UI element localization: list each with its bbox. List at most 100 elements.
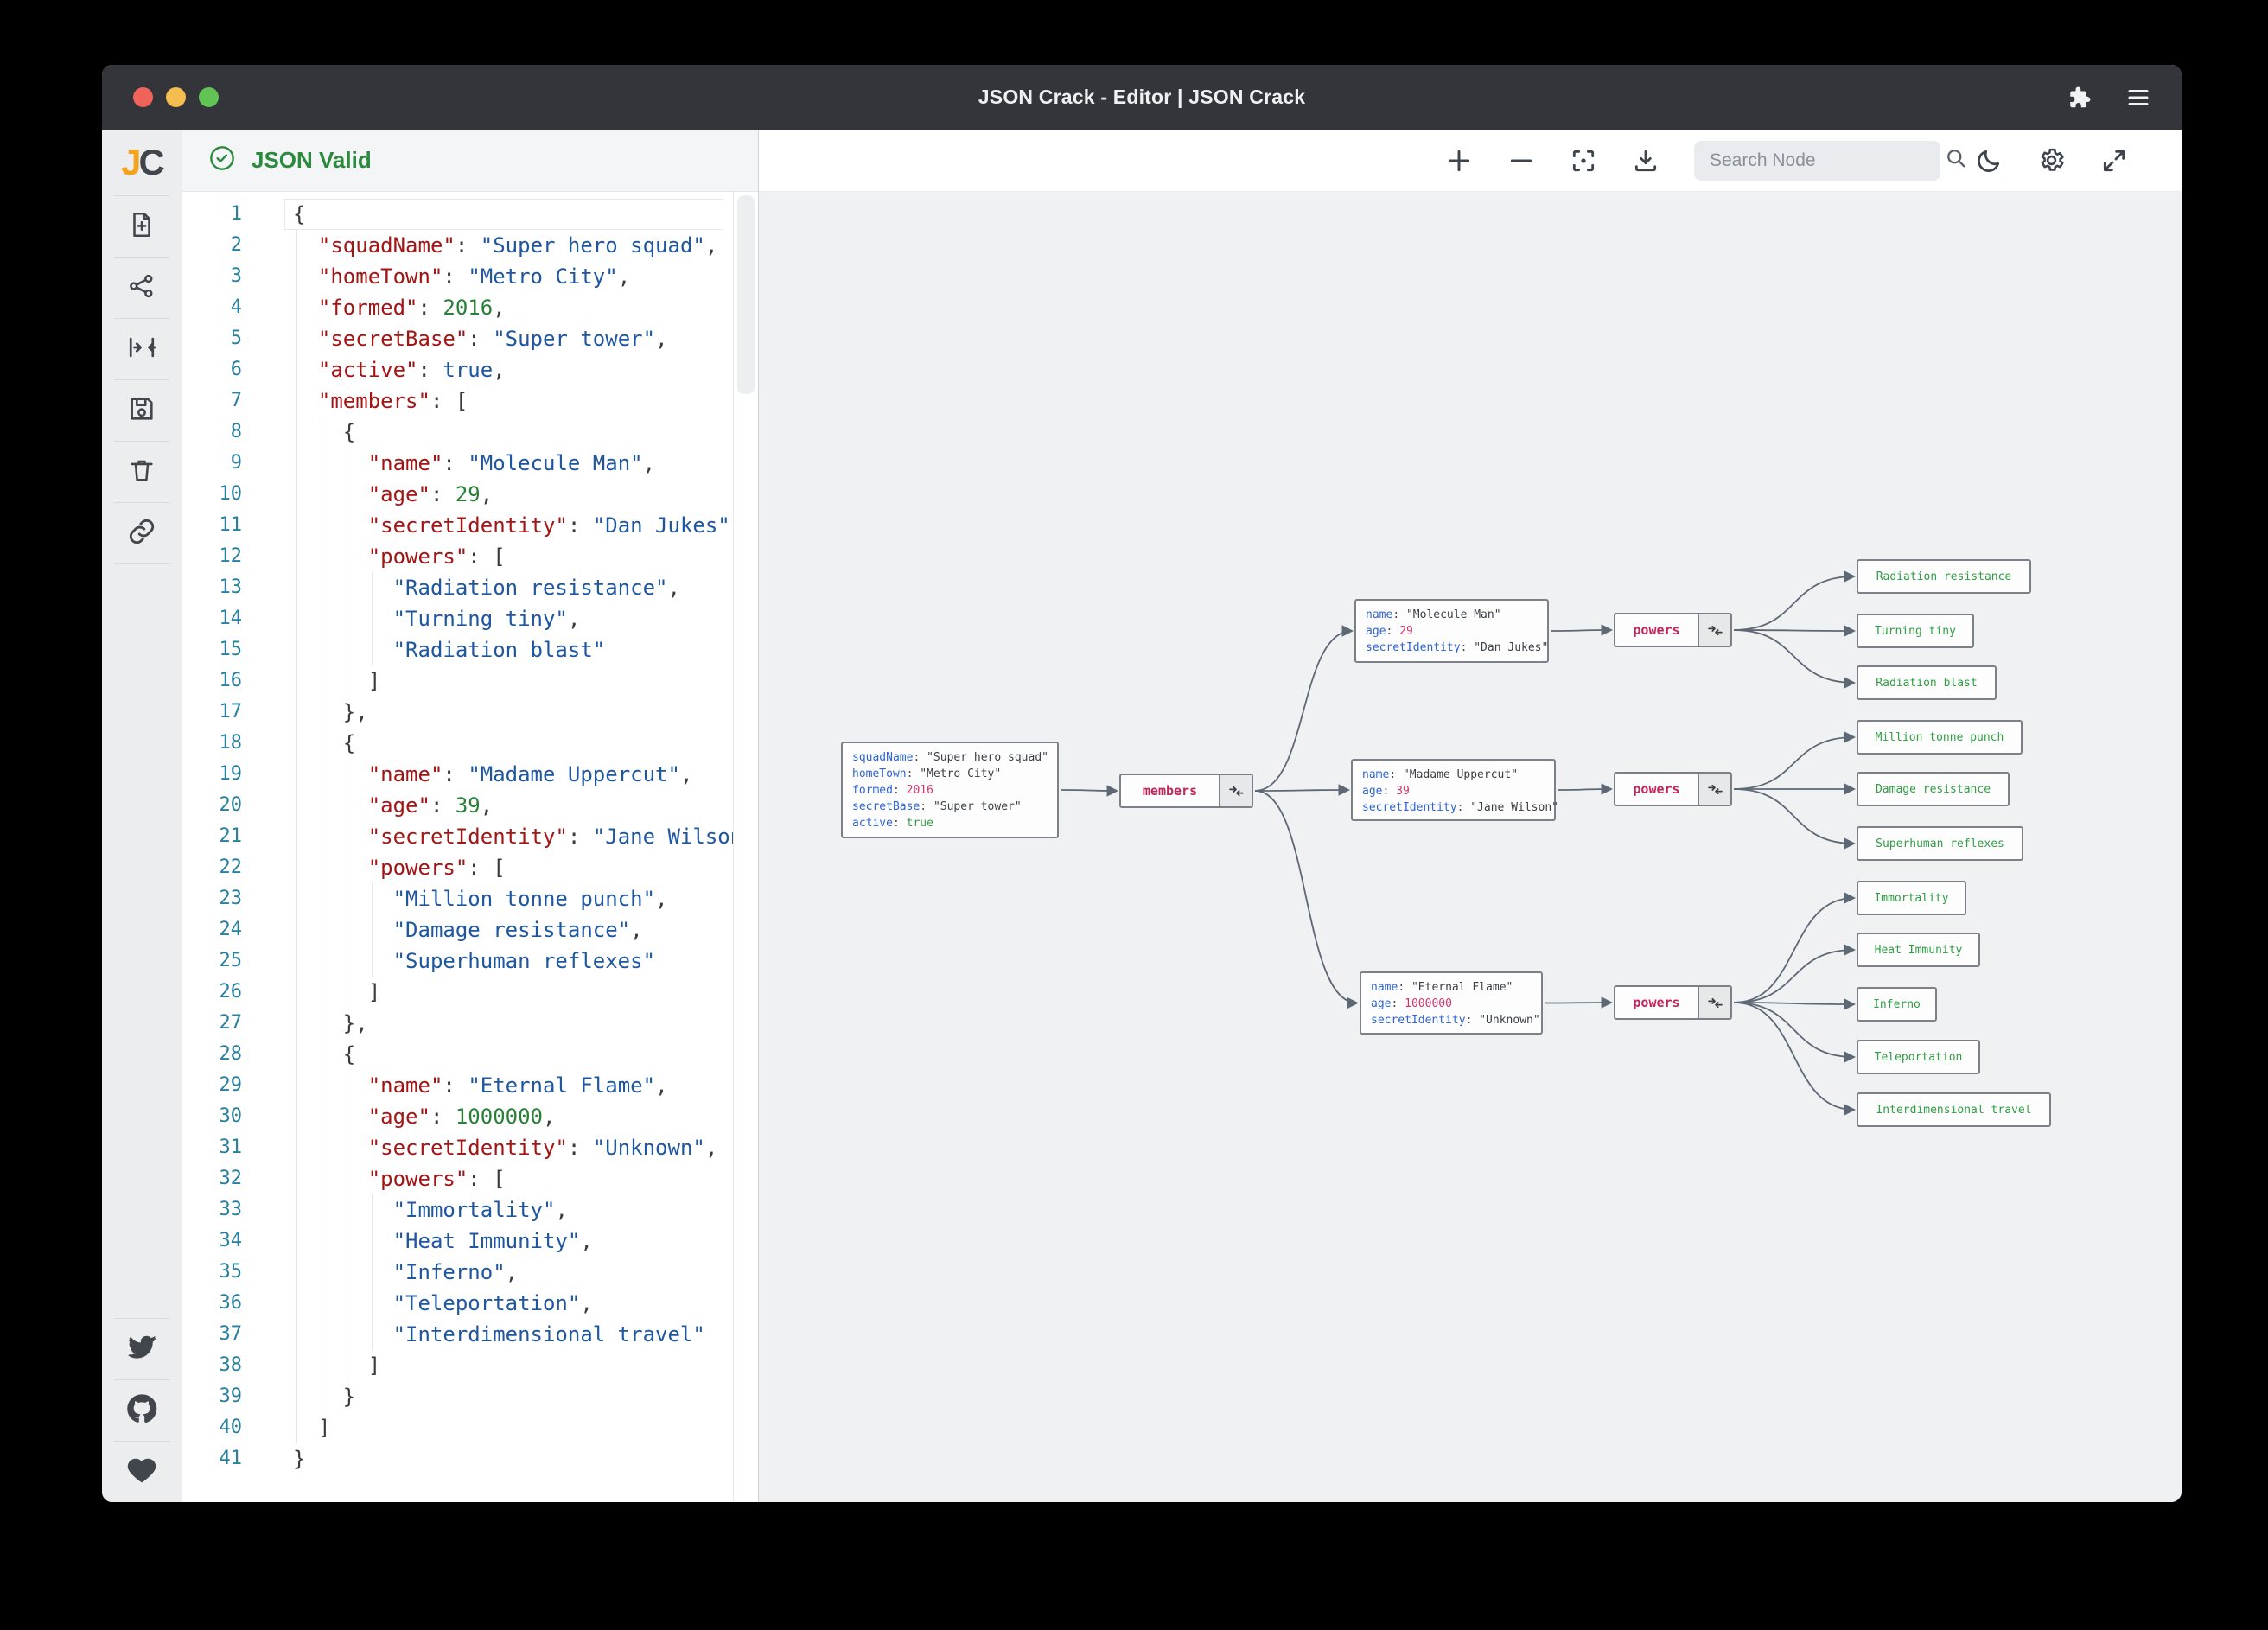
minimize-window-button[interactable] <box>166 87 186 107</box>
graph-canvas[interactable]: squadName: "Super hero squad"homeTown: "… <box>759 192 2182 1502</box>
close-window-button[interactable] <box>133 87 153 107</box>
editor-line[interactable]: 6 "active": true, <box>182 354 733 385</box>
collapse-node-button[interactable] <box>1698 987 1730 1018</box>
editor-line[interactable]: 14 "Turning tiny", <box>182 603 733 634</box>
code-text: "powers": [ <box>367 544 506 569</box>
editor-line[interactable]: 21 "secretIdentity": "Jane Wilson", <box>182 821 759 852</box>
editor-line[interactable]: 16 ] <box>182 665 733 697</box>
editor-line[interactable]: 20 "age": 39, <box>182 790 733 821</box>
editor-line[interactable]: 39 } <box>182 1381 733 1412</box>
json-editor[interactable]: 1{2 "squadName": "Super hero squad",3 "h… <box>182 192 758 1502</box>
editor-line[interactable]: 24 "Damage resistance", <box>182 914 733 946</box>
editor-line[interactable]: 15 "Radiation blast" <box>182 634 733 665</box>
editor-line[interactable]: 37 "Interdimensional travel" <box>182 1319 733 1350</box>
graph-node-root[interactable]: squadName: "Super hero squad"homeTown: "… <box>841 742 1059 838</box>
editor-line[interactable]: 23 "Million tonne punch", <box>182 883 733 914</box>
settings-gear-button[interactable] <box>2037 146 2066 175</box>
graph-node-l3b[interactable]: Heat Immunity <box>1857 933 1980 967</box>
editor-line[interactable]: 31 "secretIdentity": "Unknown", <box>182 1132 733 1163</box>
search-node-input[interactable] <box>1710 150 1944 171</box>
editor-line[interactable]: 38 ] <box>182 1350 733 1381</box>
search-node-box[interactable] <box>1694 140 1965 181</box>
fullscreen-button[interactable] <box>2100 147 2128 175</box>
editor-line[interactable]: 4 "formed": 2016, <box>182 292 733 323</box>
editor-line[interactable]: 8 { <box>182 417 733 448</box>
graph-node-members[interactable]: members <box>1119 774 1253 808</box>
node-row: secretIdentity: "Dan Jukes" <box>1366 641 1549 654</box>
menu-hamburger-icon[interactable] <box>2125 85 2152 111</box>
sponsor-button[interactable] <box>102 1442 182 1502</box>
editor-line[interactable]: 5 "secretBase": "Super tower", <box>182 323 733 354</box>
editor-line[interactable]: 17 }, <box>182 697 733 728</box>
editor-line[interactable]: 25 "Superhuman reflexes" <box>182 946 733 977</box>
editor-line[interactable]: 10 "age": 29, <box>182 479 733 510</box>
collapse-node-button[interactable] <box>1698 614 1730 646</box>
collapse-arrows-icon <box>1228 786 1244 796</box>
editor-line[interactable]: 29 "name": "Eternal Flame", <box>182 1070 733 1101</box>
graph-node-l1a[interactable]: Radiation resistance <box>1857 559 2031 594</box>
editor-scrollbar-thumb[interactable] <box>737 195 755 394</box>
share-link-button[interactable] <box>102 503 182 563</box>
graph-node-l3a[interactable]: Immortality <box>1857 881 1966 915</box>
zoom-out-button[interactable] <box>1507 147 1535 175</box>
collapse-node-button[interactable] <box>1219 775 1252 806</box>
zoom-window-button[interactable] <box>199 87 219 107</box>
editor-line[interactable]: 35 "Inferno", <box>182 1257 733 1288</box>
editor-line[interactable]: 22 "powers": [ <box>182 852 733 883</box>
editor-line[interactable]: 3 "homeTown": "Metro City", <box>182 261 733 292</box>
editor-line[interactable]: 27 }, <box>182 1008 733 1039</box>
editor-line[interactable]: 9 "name": "Molecule Man", <box>182 448 733 479</box>
editor-line[interactable]: 36 "Teleportation", <box>182 1288 733 1319</box>
editor-line[interactable]: 28 { <box>182 1039 733 1070</box>
zoom-in-button[interactable] <box>1445 147 1473 175</box>
graph-node-p3[interactable]: powers <box>1614 985 1732 1020</box>
graph-node-l2b[interactable]: Damage resistance <box>1857 772 2010 806</box>
editor-line[interactable]: 34 "Heat Immunity", <box>182 1226 733 1257</box>
save-button[interactable] <box>102 380 182 441</box>
graph-node-l3c[interactable]: Inferno <box>1857 987 1937 1022</box>
graph-node-l1b[interactable]: Turning tiny <box>1857 614 1974 648</box>
extensions-puzzle-icon[interactable] <box>2066 85 2092 111</box>
editor-line[interactable]: 33 "Immortality", <box>182 1194 733 1226</box>
editor-line[interactable]: 13 "Radiation resistance", <box>182 572 733 603</box>
editor-line[interactable]: 11 "secretIdentity": "Dan Jukes", <box>182 510 743 541</box>
graph-node-p1[interactable]: powers <box>1614 613 1732 647</box>
line-number: 25 <box>219 950 243 971</box>
focus-view-button[interactable] <box>1570 147 1597 175</box>
graph-node-p2[interactable]: powers <box>1614 772 1732 806</box>
code-text: }, <box>293 700 368 724</box>
editor-line[interactable]: 32 "powers": [ <box>182 1163 733 1194</box>
graph-node-l2a[interactable]: Million tonne punch <box>1857 720 2023 755</box>
new-file-button[interactable] <box>102 196 182 257</box>
editor-scrollbar[interactable] <box>733 192 758 1502</box>
delete-button[interactable] <box>102 442 182 502</box>
editor-line[interactable]: 19 "name": "Madame Uppercut", <box>182 759 733 790</box>
graph-node-l2c[interactable]: Superhuman reflexes <box>1857 826 2023 861</box>
graph-edge <box>1733 1002 1857 1116</box>
node-graph-button[interactable] <box>102 258 182 318</box>
download-image-button[interactable] <box>1632 147 1660 175</box>
graph-node-l3e[interactable]: Interdimensional travel <box>1857 1092 2051 1127</box>
editor-line[interactable]: 7 "members": [ <box>182 385 733 417</box>
editor-line[interactable]: 12 "powers": [ <box>182 541 733 572</box>
indent-guide <box>371 1194 373 1350</box>
editor-line[interactable]: 2 "squadName": "Super hero squad", <box>182 230 733 261</box>
graph-node-l1c[interactable]: Radiation blast <box>1857 665 1997 700</box>
editor-line[interactable]: 18 { <box>182 728 733 759</box>
editor-line[interactable]: 1{ <box>182 199 733 230</box>
editor-line[interactable]: 40 ] <box>182 1412 733 1443</box>
graph-node-l3d[interactable]: Teleportation <box>1857 1040 1980 1074</box>
dark-mode-toggle[interactable] <box>1975 147 2003 175</box>
editor-line[interactable]: 26 ] <box>182 977 733 1008</box>
editor-line[interactable]: 30 "age": 1000000, <box>182 1101 733 1132</box>
collapse-node-button[interactable] <box>1698 774 1730 805</box>
github-button[interactable] <box>102 1380 182 1441</box>
twitter-button[interactable] <box>102 1319 182 1379</box>
editor-line[interactable]: 41} <box>182 1443 733 1474</box>
search-icon[interactable] <box>1944 146 1968 175</box>
fit-view-button[interactable] <box>102 319 182 379</box>
